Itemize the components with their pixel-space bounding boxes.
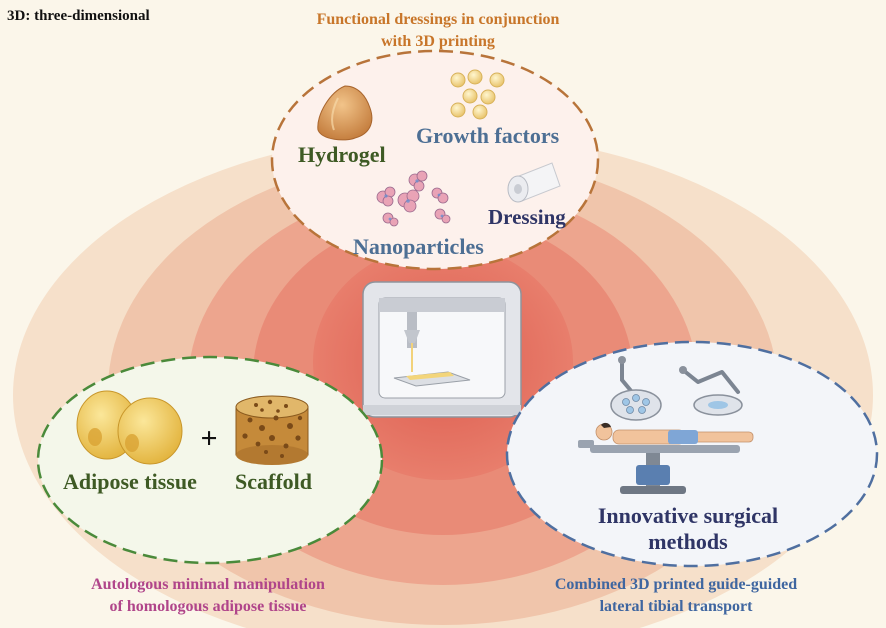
left-caption-line2: of homologous adipose tissue [110,598,307,615]
right-caption-line2: lateral tibial transport [600,598,754,615]
dressing-roll-icon [507,162,561,203]
adipose-tissue-icon [76,390,183,465]
left-ellipse [36,355,384,565]
right-caption-line1: Combined 3D printed guide-guided [555,576,797,593]
label-dressing: Dressing [488,205,566,229]
surgical-lamp-icon [610,356,743,421]
top-caption-line1: Functional dressings in conjunction [317,11,560,28]
label-hydrogel: Hydrogel [298,142,386,167]
scaffold-icon [235,395,309,465]
nanoparticles-icon [376,170,451,227]
hydrogel-icon [317,85,373,141]
label-scaffold: Scaffold [235,469,312,494]
operating-table-icon [578,440,740,494]
growth-factor-icon [450,69,505,120]
label-methods: methods [648,529,728,554]
right-ellipse [505,340,879,568]
label-nanoparticles: Nanoparticles [353,234,484,259]
plus-sign: + [200,422,217,455]
left-caption-line1: Autologous minimal manipulation [91,576,325,593]
3d-printer-icon [362,281,522,418]
label-adipose-tissue: Adipose tissue [63,469,197,494]
label-growth-factors: Growth factors [416,123,560,148]
label-innovative-surgical: Innovative surgical [598,503,778,528]
top-caption-line2: with 3D printing [381,33,495,50]
patient-icon [595,422,754,445]
abbreviation-note: 3D: three-dimensional [7,8,150,24]
